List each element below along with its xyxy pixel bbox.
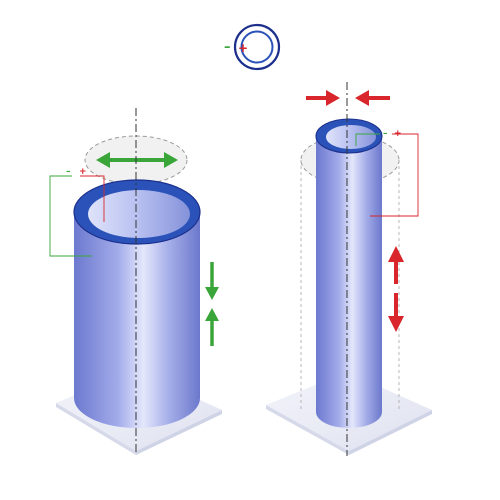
- legend-plus-sign: +: [238, 41, 248, 55]
- left-tube-body: [74, 212, 200, 428]
- right-electrode-wire-green: [355, 133, 380, 146]
- left-squeeze-arrows-icon: [205, 262, 219, 346]
- left-tube-assembly: – +: [49, 108, 222, 455]
- right-squeeze-arrows-icon: [306, 90, 390, 106]
- right-tube-assembly: – +: [266, 82, 432, 456]
- left-electrode-wire-red: [80, 175, 105, 222]
- left-tube-bore: [88, 190, 190, 238]
- right-minus-sign: –: [383, 129, 388, 139]
- right-base-plate-edge: [266, 405, 349, 455]
- legend-minus-sign: –: [224, 40, 231, 55]
- right-electrode-wire-red: [370, 133, 419, 217]
- legend-outer-circle-icon: [233, 23, 281, 71]
- left-electrode-wire-green: [49, 175, 92, 257]
- right-elongation-arrow-icon: [388, 246, 404, 332]
- right-plus-sign: +: [394, 129, 402, 139]
- right-tube-bore: [326, 125, 376, 149]
- right-tube-body: [316, 138, 382, 428]
- left-plus-sign: +: [79, 167, 87, 177]
- legend: – +: [224, 23, 281, 71]
- legend-inner-circle-icon: [240, 30, 274, 64]
- left-minus-sign: –: [66, 167, 71, 177]
- left-base-plate-edge: [56, 403, 136, 455]
- left-expand-arrow-icon: [96, 152, 178, 168]
